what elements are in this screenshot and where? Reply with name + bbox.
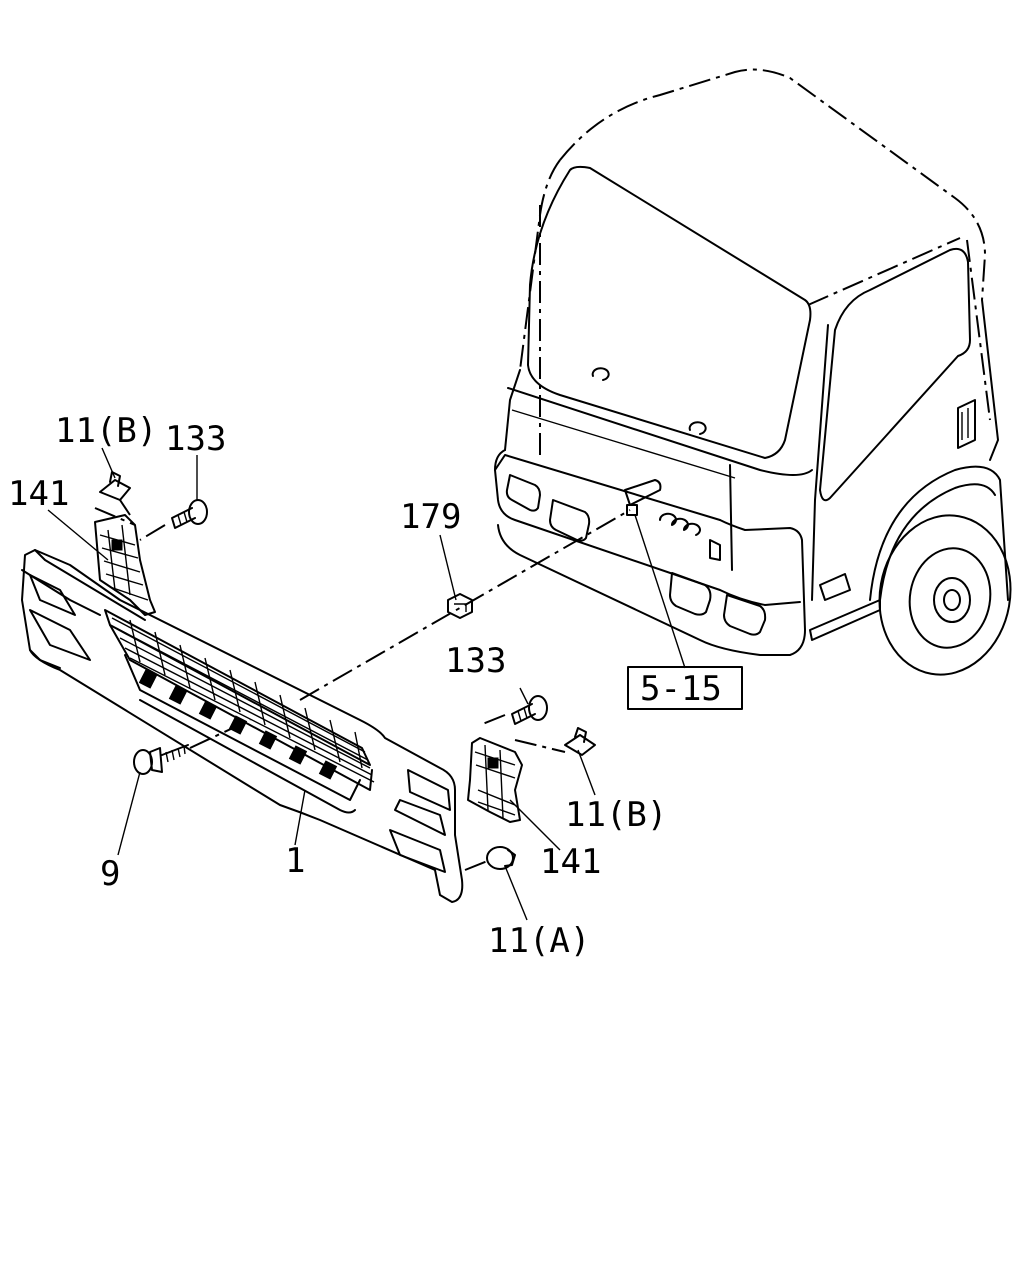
ref-box-5-15 (627, 666, 743, 710)
leader-lines (47, 447, 686, 921)
callout-133-right: 133 (445, 641, 506, 681)
callout-133-left: 133 (165, 419, 226, 459)
clip-11a (486, 846, 516, 870)
nut-179 (447, 593, 473, 619)
grille-slots (138, 669, 338, 780)
callout-179: 179 (400, 497, 461, 537)
grille-mesh (111, 617, 375, 783)
bracket-right (467, 737, 523, 823)
clip-11b-left (99, 471, 131, 501)
truck-cab (494, 68, 1012, 676)
callout-11a: 11(A) (488, 921, 590, 961)
callout-141-right: 141 (540, 842, 601, 882)
callout-9: 9 (100, 854, 120, 894)
bracket-left (94, 514, 156, 616)
callout-141-left: 141 (8, 474, 69, 514)
assembly-lines (94, 499, 631, 871)
lower-grille (21, 549, 464, 903)
callout-11b-right: 11(B) (565, 795, 667, 835)
bolt-133-left (171, 499, 208, 529)
screw-9 (133, 744, 189, 775)
callout-ref-5-15: 5-15 (640, 669, 722, 709)
callout-1: 1 (285, 841, 305, 881)
callout-11b-left: 11(B) (55, 411, 157, 451)
clip-11b-right (564, 727, 596, 756)
bolt-133-right (511, 695, 548, 725)
